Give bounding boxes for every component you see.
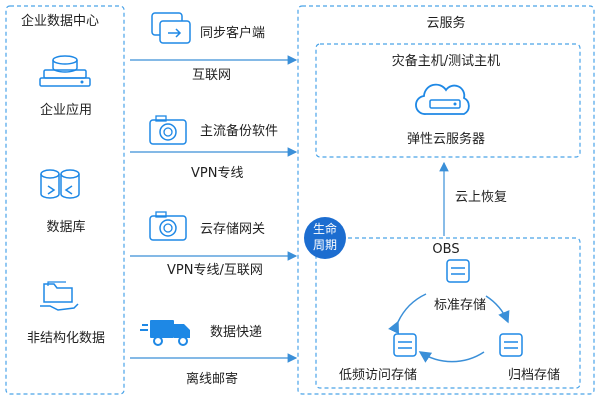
database-cylinders-icon	[40, 169, 80, 199]
data-center-panel	[5, 5, 125, 395]
standard-storage-icon	[446, 259, 470, 283]
arc-standard-to-infrequent	[388, 293, 427, 335]
archive-storage-icon	[499, 333, 523, 357]
enterprise-app-label: 企业应用	[39, 103, 93, 118]
host-box	[315, 43, 581, 158]
sync-client-label: 同步客户端	[200, 26, 266, 41]
cloud-recover-label: 云上恢复	[455, 190, 508, 205]
arc-archive-to-infrequent	[418, 351, 485, 363]
infrequent-storage-icon	[393, 333, 417, 357]
sync-client-icon	[151, 12, 191, 44]
cloud-panel	[297, 5, 595, 395]
arc-standard-to-archive	[485, 295, 510, 324]
obs-box	[315, 237, 581, 389]
infrequent-storage-label: 低频访问存储	[338, 368, 418, 383]
storage-gateway-label: 云存储网关	[200, 222, 266, 237]
vpn-internet-link-label: VPN专线/互联网	[167, 263, 263, 278]
database-label: 数据库	[46, 220, 86, 235]
cloud-server-icon	[415, 83, 470, 115]
folder-hand-icon	[40, 281, 79, 311]
offline-mail-label: 离线邮寄	[186, 372, 239, 387]
vpn-link-label: VPN专线	[191, 166, 244, 181]
delivery-truck-icon	[140, 320, 190, 346]
camera-gateway-icon	[149, 211, 187, 241]
data-express-label: 数据快递	[210, 325, 263, 340]
backup-software-label: 主流备份软件	[200, 124, 279, 139]
lifecycle-badge-line2: 周期	[312, 238, 338, 252]
lifecycle-badge	[304, 217, 346, 259]
host-box-title: 灾备主机/测试主机	[391, 54, 501, 69]
cloud-service-title: 云服务	[426, 16, 466, 31]
lifecycle-badge-line1: 生命	[312, 222, 338, 236]
archive-storage-label: 归档存储	[507, 368, 561, 383]
internet-link-label: 互联网	[192, 68, 232, 83]
unstructured-data-label: 非结构化数据	[26, 331, 106, 346]
camera-backup-icon	[149, 115, 187, 145]
data-center-title: 企业数据中心	[21, 14, 100, 29]
elastic-server-label: 弹性云服务器	[406, 132, 486, 147]
obs-title: OBS	[432, 242, 460, 257]
server-database-icon	[39, 55, 91, 87]
standard-storage-label: 标准存储	[433, 298, 487, 313]
